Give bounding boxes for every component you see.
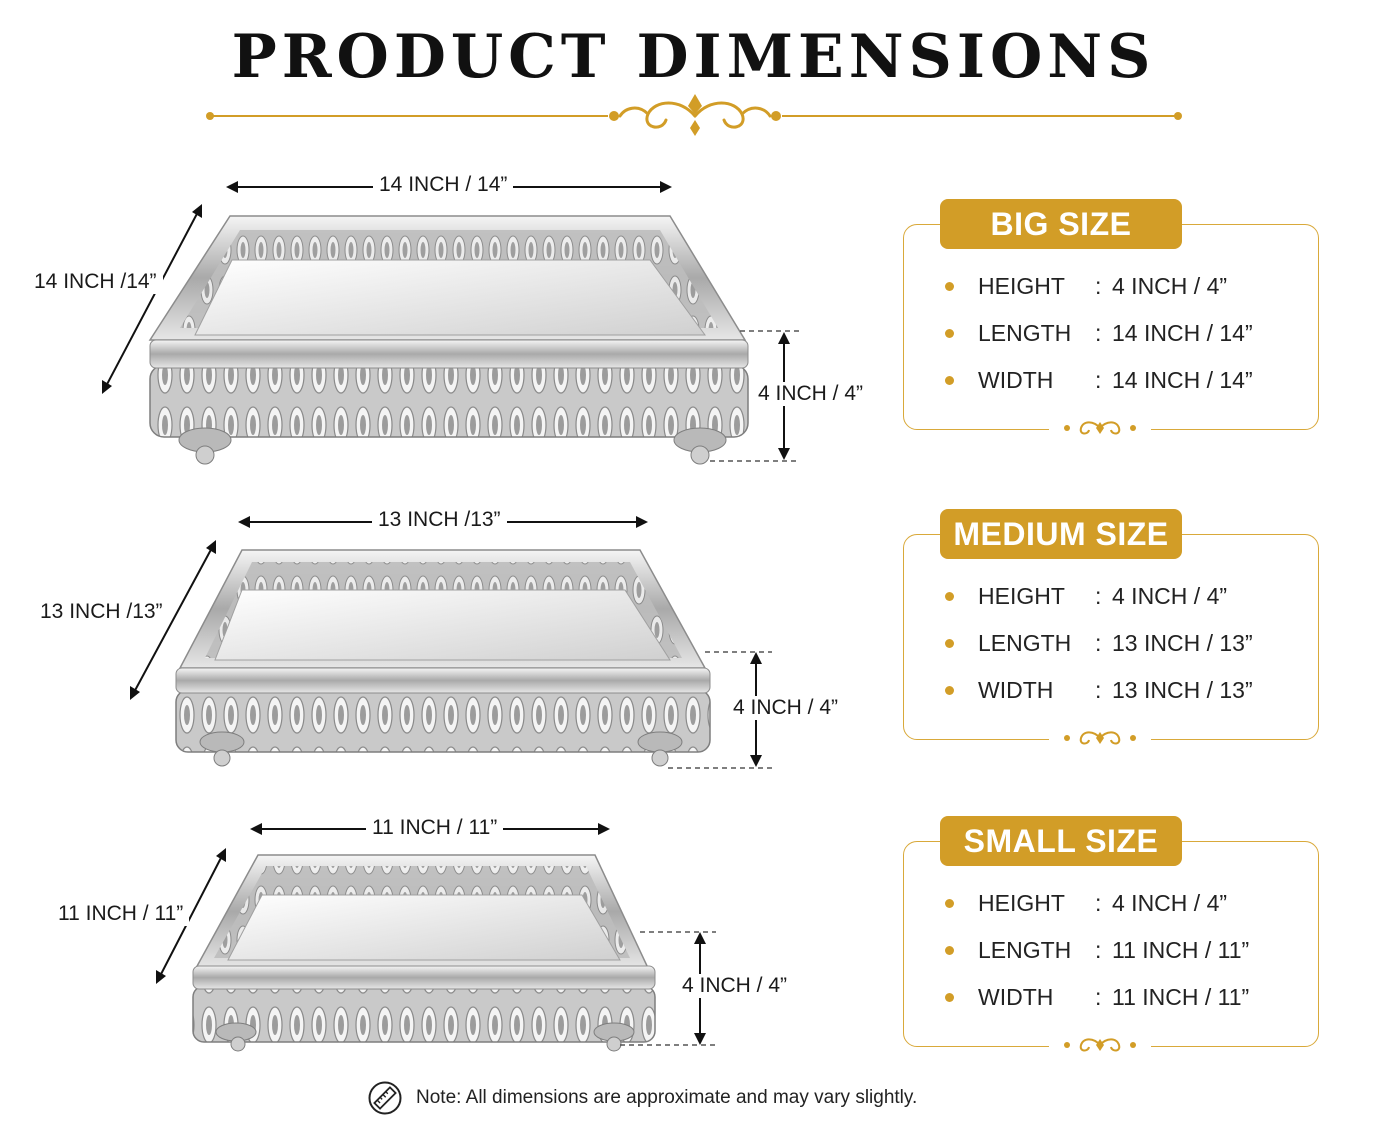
- spec-key: LENGTH: [978, 937, 1072, 963]
- spec-card-big: BIG SIZE HEIGHT : 4 INCH / 4” LENGTH : 1…: [903, 199, 1319, 437]
- spec-value: 13 INCH / 13”: [1112, 630, 1253, 656]
- page-title: PRODUCT DIMENSIONS: [231, 22, 1156, 92]
- tray-small-width-label: 11 INCH / 11”: [52, 902, 190, 926]
- spec-value: 4 INCH / 4”: [1112, 273, 1228, 299]
- flourish-icon: [1049, 729, 1151, 747]
- spec-colon: :: [1095, 937, 1102, 963]
- bullet-icon: [945, 639, 954, 648]
- spec-key: LENGTH: [978, 630, 1072, 656]
- bullet-icon: [945, 282, 954, 291]
- spec-value: 11 INCH / 11”: [1112, 937, 1250, 963]
- tray-big-height-label: 4 INCH / 4”: [752, 382, 870, 406]
- spec-colon: :: [1095, 630, 1102, 656]
- footnote: Note: All dimensions are approximate and…: [368, 1080, 917, 1116]
- spec-key: WIDTH: [978, 984, 1054, 1010]
- tray-medium-width-label: 13 INCH /13”: [34, 600, 169, 624]
- tray-big-length-label: 14 INCH / 14”: [373, 173, 514, 197]
- spec-key: WIDTH: [978, 677, 1054, 703]
- bullet-icon: [945, 993, 954, 1002]
- size-badge: SMALL SIZE: [940, 816, 1182, 866]
- spec-colon: :: [1095, 677, 1102, 703]
- flourish-icon: [1049, 419, 1151, 437]
- spec-card-medium: MEDIUM SIZE HEIGHT : 4 INCH / 4” LENGTH …: [903, 509, 1319, 747]
- spec-value: 13 INCH / 13”: [1112, 677, 1253, 703]
- bullet-icon: [945, 592, 954, 601]
- spec-key: HEIGHT: [978, 583, 1065, 609]
- ruler-icon: [368, 1081, 402, 1115]
- tray-illustration-medium: [130, 516, 772, 769]
- spec-colon: :: [1095, 367, 1102, 393]
- spec-value: 11 INCH / 11”: [1112, 984, 1250, 1010]
- size-badge: BIG SIZE: [940, 199, 1182, 249]
- spec-colon: :: [1095, 984, 1102, 1010]
- tray-big-width-label: 14 INCH /14”: [28, 270, 163, 294]
- tray-medium-height-label: 4 INCH / 4”: [727, 696, 845, 720]
- spec-card-small: SMALL SIZE HEIGHT : 4 INCH / 4” LENGTH :…: [903, 816, 1319, 1054]
- spec-value: 4 INCH / 4”: [1112, 890, 1228, 916]
- tray-illustration-big: [102, 181, 800, 465]
- flourish-icon: [1049, 1036, 1151, 1054]
- tray-medium-length-label: 13 INCH /13”: [372, 508, 507, 532]
- tray-illustration-small: [156, 823, 716, 1052]
- spec-colon: :: [1095, 273, 1102, 299]
- bullet-icon: [945, 899, 954, 908]
- spec-value: 4 INCH / 4”: [1112, 583, 1228, 609]
- spec-colon: :: [1095, 890, 1102, 916]
- note-text: Note: All dimensions are approximate and…: [416, 1087, 918, 1108]
- spec-value: 14 INCH / 14”: [1112, 367, 1253, 393]
- spec-key: HEIGHT: [978, 890, 1065, 916]
- tray-small-length-label: 11 INCH / 11”: [366, 816, 504, 840]
- bullet-icon: [945, 686, 954, 695]
- spec-colon: :: [1095, 320, 1102, 346]
- spec-key: LENGTH: [978, 320, 1072, 346]
- bullet-icon: [945, 329, 954, 338]
- bullet-icon: [945, 376, 954, 385]
- tray-small-height-label: 4 INCH / 4”: [676, 974, 794, 998]
- spec-key: HEIGHT: [978, 273, 1065, 299]
- ornamental-divider-icon: [206, 94, 1182, 136]
- size-badge: MEDIUM SIZE: [940, 509, 1182, 559]
- bullet-icon: [945, 946, 954, 955]
- spec-key: WIDTH: [978, 367, 1054, 393]
- spec-value: 14 INCH / 14”: [1112, 320, 1253, 346]
- spec-colon: :: [1095, 583, 1102, 609]
